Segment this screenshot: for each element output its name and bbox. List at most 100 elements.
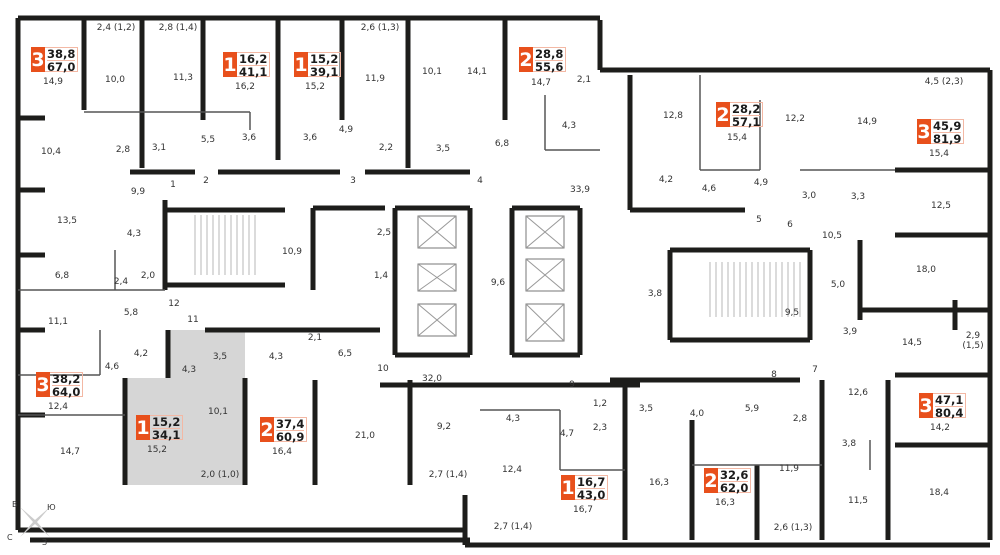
room-area-label: 4,7 <box>559 429 575 439</box>
room-area-label: 10,9 <box>281 247 303 257</box>
room-area-label: 16,7 <box>572 505 594 515</box>
room-area-label: 3,1 <box>151 143 167 153</box>
living-area: 38,8 <box>47 47 76 61</box>
selected-apartment-highlight[interactable] <box>123 330 245 485</box>
room-area-label: 11,9 <box>778 464 800 474</box>
room-area-label: 5 <box>756 215 762 225</box>
room-area-label: 14,7 <box>530 78 552 88</box>
total-area: 55,6 <box>535 60 564 74</box>
room-count: 3 <box>36 372 50 397</box>
room-area-label: 6 <box>787 220 793 230</box>
room-area-label: 14,1 <box>466 67 488 77</box>
room-area-label: 2,8 <box>792 414 808 424</box>
room-count: 3 <box>31 47 45 72</box>
room-area-label: 14,9 <box>856 117 878 127</box>
room-count: 2 <box>260 417 274 442</box>
room-area-label: 1 <box>170 180 176 190</box>
room-area-label: 2,0 <box>140 271 156 281</box>
room-area-label: 4,3 <box>268 352 284 362</box>
room-area-label: 4,9 <box>338 125 354 135</box>
room-area-label: 5,9 <box>744 404 760 414</box>
room-area-label: 4,6 <box>701 184 717 194</box>
room-count: 2 <box>704 468 718 493</box>
room-area-label: 14,7 <box>59 447 81 457</box>
living-area: 28,8 <box>535 47 564 61</box>
room-area-label: 13,5 <box>56 216 78 226</box>
room-area-label: 7 <box>812 365 818 375</box>
room-area-label: 2,6 (1,3) <box>773 523 813 533</box>
room-area-label: 32,0 <box>421 374 443 384</box>
room-area-label: (1,5) <box>962 341 984 351</box>
total-area: 64,0 <box>52 385 81 399</box>
room-area-label: 3,6 <box>302 133 318 143</box>
compass-icon <box>20 507 50 537</box>
room-area-label: 11,3 <box>172 73 194 83</box>
room-area-label: 1,4 <box>373 271 389 281</box>
room-area-label: 3 <box>350 176 356 186</box>
room-area-label: 10,0 <box>104 75 126 85</box>
room-area-label: 4,2 <box>658 175 674 185</box>
room-area-label: 2,1 <box>307 333 323 343</box>
room-area-label: 2 <box>203 176 209 186</box>
room-area-label: 6,5 <box>337 349 353 359</box>
room-area-label: 3,5 <box>212 352 228 362</box>
room-area-label: 16,4 <box>271 447 293 457</box>
elevator-shaft-icon <box>417 215 457 249</box>
total-area: 43,0 <box>577 488 606 502</box>
living-area: 38,2 <box>52 372 81 386</box>
room-area-label: 16,3 <box>714 498 736 508</box>
living-area: 47,1 <box>935 393 964 407</box>
room-area-label: 9,9 <box>130 187 146 197</box>
room-area-label: 10,1 <box>421 67 443 77</box>
room-area-label: 2,8 <box>115 145 131 155</box>
room-area-label: 3,0 <box>801 191 817 201</box>
room-area-label: 5,5 <box>200 135 216 145</box>
elevator-shaft-icon <box>525 258 565 292</box>
room-area-label: 5,0 <box>830 280 846 290</box>
total-area: 41,1 <box>239 65 268 79</box>
elevator-shaft-icon <box>525 303 565 342</box>
room-area-label: 3,5 <box>638 404 654 414</box>
room-area-label: 4 <box>477 176 483 186</box>
room-area-label: 3,5 <box>435 144 451 154</box>
room-area-label: 2,4 <box>113 277 129 287</box>
room-area-label: 4,3 <box>505 414 521 424</box>
living-area: 37,4 <box>276 417 305 431</box>
room-count: 1 <box>561 475 575 500</box>
room-area-label: 9 <box>569 380 575 390</box>
room-area-label: 10,5 <box>821 231 843 241</box>
room-area-label: 2,4 (1,2) <box>96 23 136 33</box>
room-count: 2 <box>519 47 533 72</box>
room-count: 2 <box>716 102 730 127</box>
elevator-shaft-icon <box>525 215 565 249</box>
room-area-label: 9,6 <box>490 278 506 288</box>
room-area-label: 11 <box>187 315 199 325</box>
room-area-label: 9,5 <box>784 308 800 318</box>
room-area-label: 3,3 <box>850 192 866 202</box>
living-area: 28,2 <box>732 102 761 116</box>
room-area-label: 4,9 <box>753 178 769 188</box>
room-area-label: 16,3 <box>648 478 670 488</box>
staircase-icon <box>194 215 256 275</box>
room-area-label: 14,2 <box>929 423 951 433</box>
total-area: 34,1 <box>152 428 181 442</box>
room-area-label: 18,4 <box>928 488 950 498</box>
elevator-shaft-icon <box>417 263 457 292</box>
